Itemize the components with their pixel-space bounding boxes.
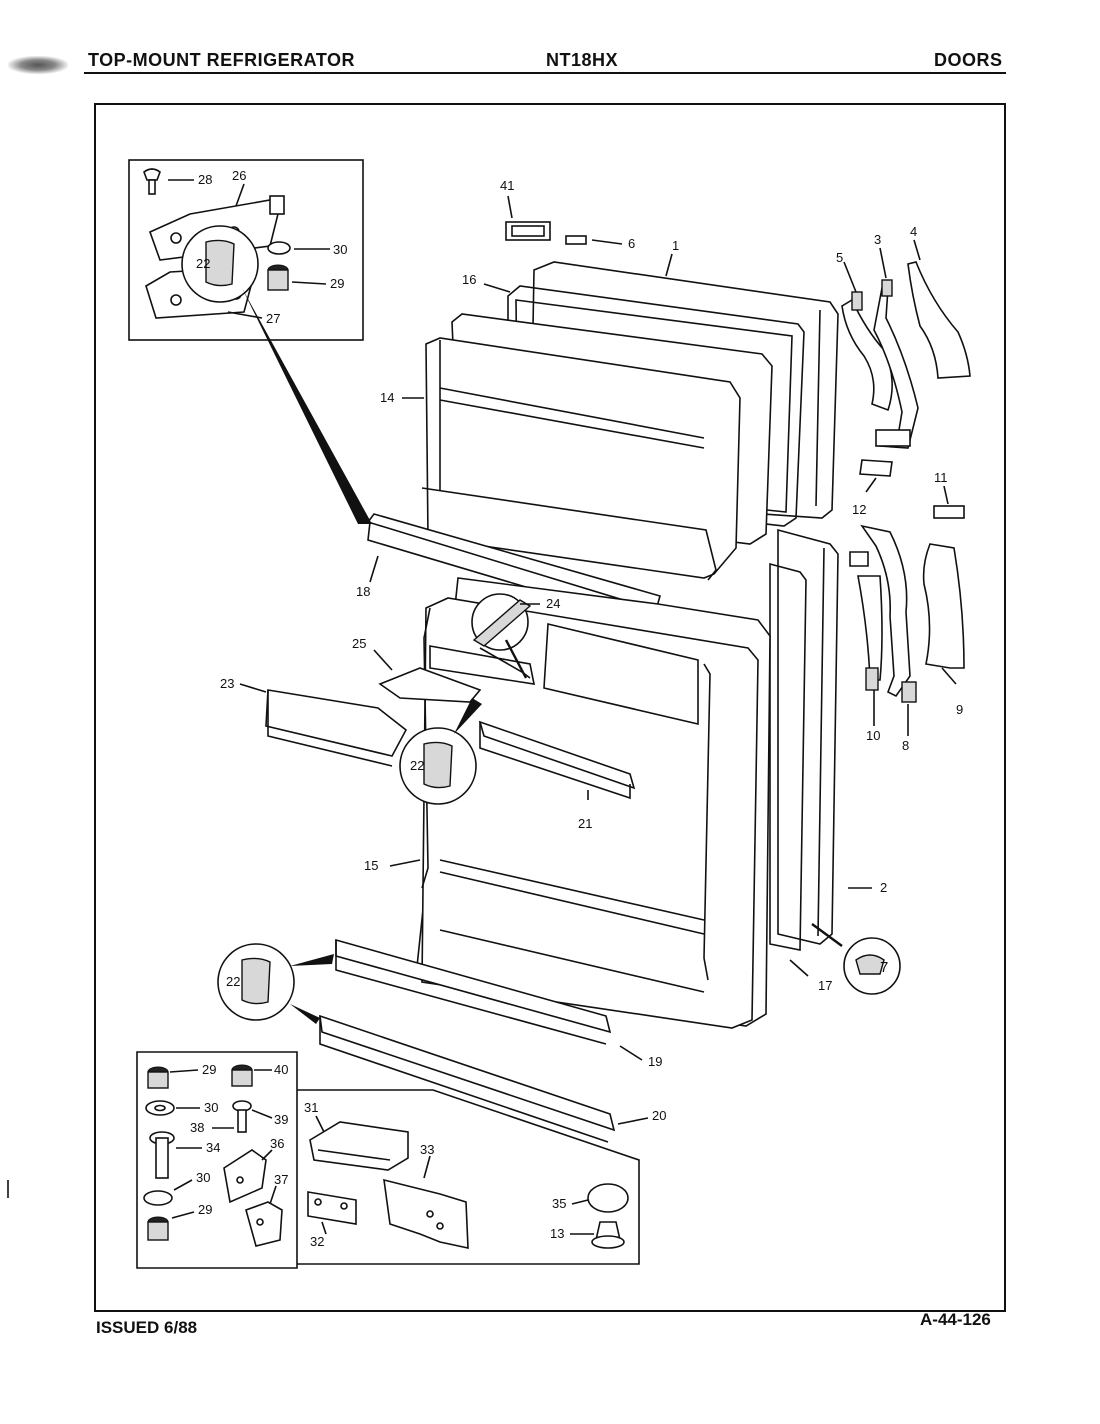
washer-30-top	[145, 1100, 175, 1116]
callout-1: 1	[672, 238, 679, 253]
callout-39: 39	[274, 1112, 288, 1127]
callout-29-top: 29	[202, 1062, 216, 1077]
callout-30-bottom: 30	[196, 1170, 210, 1185]
header-rule	[84, 72, 1006, 74]
callout-4: 4	[910, 224, 917, 239]
callout-27: 27	[266, 311, 280, 326]
door-rail-20	[319, 1014, 616, 1132]
bushing-29	[267, 264, 289, 291]
screw-38-39	[232, 1100, 252, 1133]
trim-4	[907, 261, 971, 379]
callout-23: 23	[220, 676, 234, 691]
washer-30	[267, 241, 291, 255]
header-title: TOP-MOUNT REFRIGERATOR	[88, 50, 355, 70]
fresh-food-door	[265, 528, 839, 1143]
callout-15: 15	[364, 858, 378, 873]
hinge-pin-34	[149, 1131, 175, 1179]
callout-2: 2	[880, 880, 887, 895]
spacer-12	[859, 459, 893, 477]
callout-32: 32	[310, 1234, 324, 1249]
cap-35	[587, 1183, 629, 1213]
callout-30: 30	[333, 242, 347, 257]
washer-30-bottom	[143, 1190, 173, 1206]
fresh-gasket-17	[769, 562, 807, 951]
freezer-rail-18	[366, 513, 661, 612]
detail-circle-lower: 22	[217, 943, 334, 1024]
trim-9	[922, 543, 965, 669]
callout-28: 28	[198, 172, 212, 187]
callout-24: 24	[546, 596, 560, 611]
detail-circle-middle: 22	[399, 698, 482, 805]
hinge-8	[860, 524, 911, 698]
callout-8: 8	[902, 738, 909, 753]
plate-32	[307, 1191, 357, 1225]
bushing-29-top	[147, 1066, 169, 1089]
freezer-door	[366, 221, 839, 625]
callout-25: 25	[352, 636, 366, 651]
callout-7: 7	[880, 959, 888, 976]
callout-22-lower: 22	[226, 974, 240, 989]
leveler-13	[591, 1221, 625, 1249]
callout-5: 5	[836, 250, 843, 265]
page-code: A-44-126	[920, 1310, 991, 1329]
bracket-37	[245, 1201, 283, 1247]
callout-9: 9	[956, 702, 963, 717]
callout-19: 19	[648, 1054, 662, 1069]
issue-date: ISSUED 6/88	[96, 1318, 198, 1337]
detail-circle-7: 7	[811, 923, 901, 995]
handle-10	[857, 575, 883, 681]
callout-29-bottom: 29	[198, 1202, 212, 1217]
callout-12: 12	[852, 502, 866, 517]
callout-41: 41	[500, 178, 514, 193]
scan-smudge	[8, 56, 68, 74]
door-rail-21	[478, 720, 636, 790]
hinge-36	[223, 1149, 267, 1204]
callout-26: 26	[232, 168, 246, 183]
callout-34: 34	[206, 1140, 220, 1155]
callout-22-middle: 22	[410, 758, 424, 773]
callout-6: 6	[628, 236, 635, 251]
callout-31: 31	[304, 1100, 318, 1115]
dairy-bin-23	[265, 689, 408, 757]
bracket-31	[309, 1121, 409, 1171]
detail-circle-24	[471, 593, 532, 679]
callout-13: 13	[550, 1226, 564, 1241]
callout-11: 11	[934, 470, 948, 485]
lower-hinge-inset: 29 30 34 30 29 40 39 38 36 37 31 32 33 3…	[136, 1051, 640, 1269]
callout-36: 36	[270, 1136, 284, 1151]
callout-37: 37	[274, 1172, 288, 1187]
diagram-frame	[94, 103, 1006, 1312]
badge-6	[565, 235, 587, 245]
callout-10: 10	[866, 728, 880, 743]
fresh-outer-door-2	[777, 528, 839, 945]
handle-5	[841, 298, 893, 412]
screw-28	[143, 168, 161, 195]
callout-20: 20	[652, 1108, 666, 1123]
callout-22-upper: 22	[196, 256, 210, 271]
detail-circle-upper: 22	[181, 225, 372, 524]
callout-14: 14	[380, 390, 394, 405]
cap-40	[231, 1064, 253, 1087]
callout-18: 18	[356, 584, 370, 599]
callout-33: 33	[420, 1142, 434, 1157]
callout-30-top: 30	[204, 1100, 218, 1115]
callout-35: 35	[552, 1196, 566, 1211]
callout-40: 40	[274, 1062, 288, 1077]
bushing-29-bottom	[147, 1216, 169, 1241]
callout-17: 17	[818, 978, 832, 993]
callout-16: 16	[462, 272, 476, 287]
dairy-door-25	[378, 667, 482, 703]
callout-3: 3	[874, 232, 881, 247]
callout-38: 38	[190, 1120, 204, 1135]
callout-21: 21	[578, 816, 592, 831]
plate-33	[383, 1178, 469, 1249]
plug-11	[933, 505, 965, 519]
callout-29: 29	[330, 276, 344, 291]
header-model: NT18HX	[546, 50, 619, 70]
header-section: DOORS	[934, 50, 1003, 70]
handle-parts	[841, 261, 971, 703]
